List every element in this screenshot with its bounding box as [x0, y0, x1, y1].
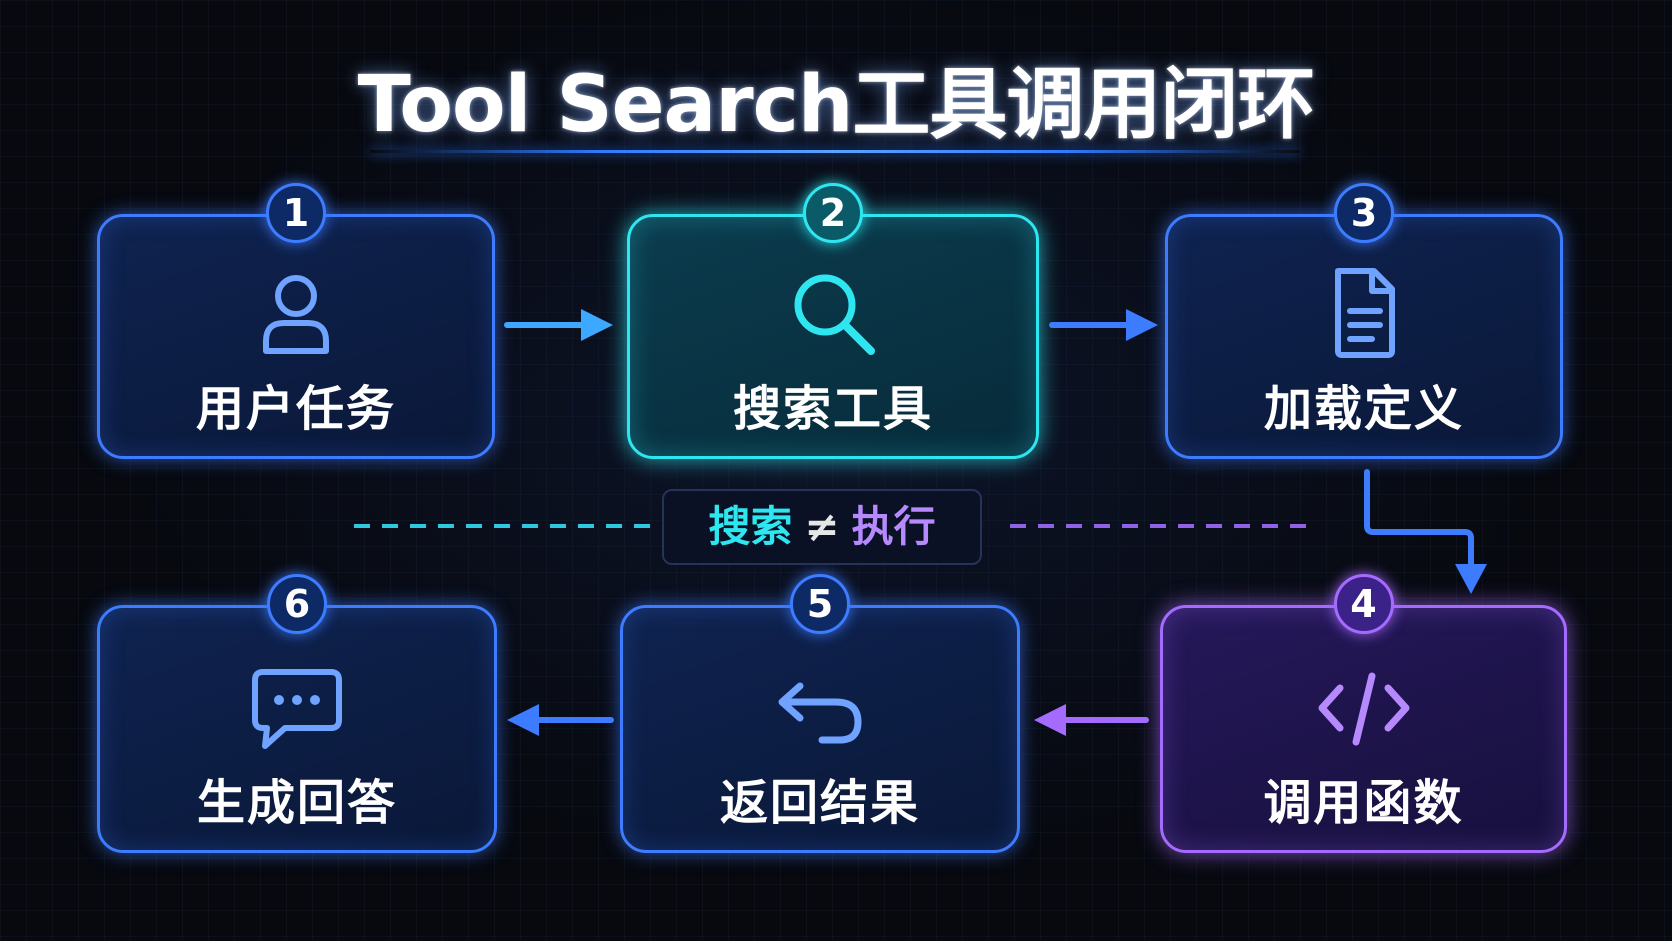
step-6-card: 6 生成回答 — [97, 574, 497, 853]
code-icon — [1318, 672, 1409, 746]
user-icon — [263, 275, 329, 354]
step-4-badge: 4 — [1333, 574, 1394, 634]
chat-bubble-icon — [252, 669, 342, 749]
dashed-line-left — [354, 524, 650, 528]
step-2-card: 2 搜索工具 — [627, 183, 1039, 459]
page-title: Tool Search工具调用闭环 — [357, 60, 1316, 150]
not-equal-symbol: ≠ — [804, 502, 840, 551]
arrow-4-to-5 — [1034, 704, 1149, 736]
execute-term: 执行 — [851, 502, 936, 551]
arrow-3-to-4 — [1364, 469, 1487, 594]
search-term: 搜索 — [708, 502, 793, 551]
step-3-label: 加载定义 — [1263, 381, 1464, 437]
search-not-execute-box: 搜索≠执行 — [662, 489, 982, 565]
document-icon — [1335, 268, 1395, 358]
step-1-card: 1 用户任务 — [97, 183, 495, 459]
step-3-card: 3 加载定义 — [1165, 183, 1563, 459]
step-6-badge: 6 — [267, 574, 327, 634]
step-2-badge: 2 — [803, 183, 863, 243]
step-3-badge: 3 — [1334, 183, 1394, 243]
title-underline — [370, 150, 1300, 153]
dashed-line-right — [1010, 524, 1306, 528]
arrow-5-to-6 — [507, 704, 614, 736]
search-icon — [794, 274, 875, 355]
arrow-2-to-3 — [1049, 309, 1158, 341]
step-5-card: 5 返回结果 — [620, 574, 1020, 853]
step-4-label: 调用函数 — [1263, 775, 1464, 831]
step-5-label: 返回结果 — [719, 775, 920, 831]
step-2-label: 搜索工具 — [732, 381, 933, 437]
arrow-1-to-2 — [504, 309, 613, 341]
step-1-badge: 1 — [266, 183, 326, 243]
step-1-label: 用户任务 — [195, 381, 396, 437]
step-5-badge: 5 — [790, 574, 850, 634]
return-arrow-icon — [778, 682, 862, 744]
step-6-label: 生成回答 — [196, 775, 397, 831]
step-4-card: 4 调用函数 — [1160, 574, 1567, 853]
